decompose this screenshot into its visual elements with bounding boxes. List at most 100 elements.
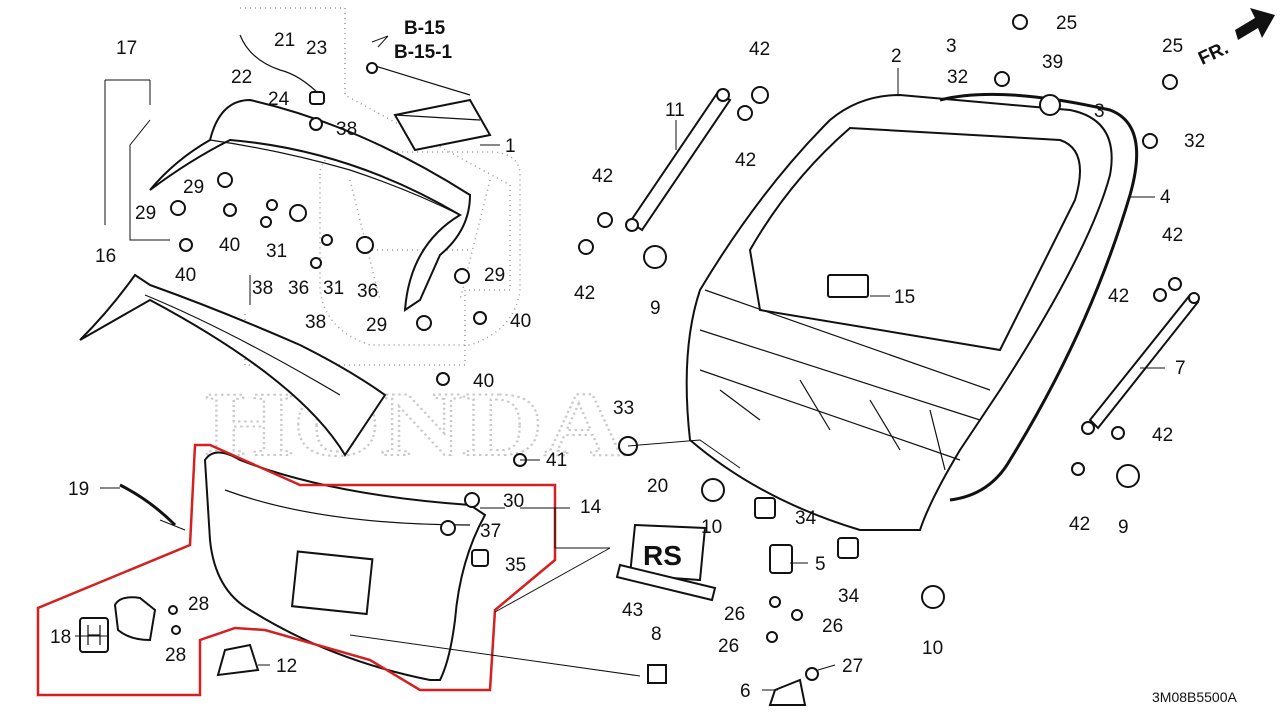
spoiler-detail-region [240, 7, 511, 366]
callout-21: 21 [274, 30, 295, 51]
callout-28: 28 [165, 645, 186, 666]
callout-numbers: 1 2 3 3 4 5 6 7 8 9 9 10 10 11 12 14 15 … [50, 13, 1205, 702]
callout-42: 42 [592, 166, 613, 187]
svg-text:FR.: FR. [1195, 38, 1232, 70]
callout-6: 6 [740, 681, 751, 702]
honda-watermark: HONDA [205, 373, 625, 475]
callout-3: 3 [946, 36, 957, 57]
gas-strut-left [625, 88, 732, 232]
callout-11: 11 [665, 100, 685, 121]
honda-logo-watermark [319, 151, 521, 346]
tailgate-lower-trim [79, 273, 387, 457]
rear-spoiler [149, 98, 472, 312]
callout-17-bracket [104, 79, 170, 241]
callout-20: 20 [647, 476, 668, 497]
callout-40: 40 [219, 235, 240, 256]
callout-28: 28 [188, 594, 209, 615]
callout-33: 33 [613, 398, 634, 419]
callout-34: 34 [795, 508, 817, 529]
callout-42: 42 [1162, 225, 1183, 246]
camera-housing [113, 596, 157, 642]
emblem-turbo [615, 563, 717, 602]
front-direction-indicator: FR. [1195, 8, 1275, 70]
callout-30: 30 [503, 491, 524, 512]
callout-22: 22 [231, 67, 252, 88]
highlight-outline [36, 443, 557, 697]
callout-42: 42 [1152, 425, 1173, 446]
callout-29: 29 [366, 315, 387, 336]
latch-switch-15 [827, 274, 869, 298]
callout-18: 18 [50, 627, 71, 648]
callout-39: 39 [1042, 52, 1063, 73]
emblem-rs: RS [628, 523, 707, 582]
callout-9: 9 [650, 298, 661, 319]
callout-26: 26 [724, 604, 745, 625]
callout-25: 25 [1162, 36, 1183, 57]
callout-12: 12 [276, 656, 297, 677]
reference-label-b15: B-15 [404, 18, 446, 39]
callout-26: 26 [718, 636, 739, 657]
callout-23: 23 [306, 38, 327, 59]
diagram-code: 3M08B5500A [1152, 689, 1238, 705]
callout-17: 17 [116, 38, 137, 59]
callout-43: 43 [622, 600, 643, 621]
callout-15: 15 [894, 287, 915, 308]
emblem-hrv [119, 483, 177, 527]
callout-29: 29 [183, 177, 204, 198]
callout-40: 40 [473, 371, 494, 392]
callout-31: 31 [266, 241, 287, 262]
callout-41: 41 [546, 450, 567, 471]
callout-5: 5 [815, 554, 826, 575]
gas-strut-right [1081, 292, 1200, 435]
license-plate-recess [290, 550, 374, 616]
callout-19: 19 [68, 479, 89, 500]
callout-42: 42 [1108, 286, 1129, 307]
callout-38: 38 [336, 119, 357, 140]
callout-26: 26 [822, 616, 843, 637]
callout-32: 32 [1184, 131, 1205, 152]
callout-34: 34 [838, 586, 860, 607]
callout-42: 42 [735, 150, 756, 171]
callout-36: 36 [288, 278, 309, 299]
callout-10: 10 [701, 517, 722, 538]
tailgate-garnish-panel [203, 451, 487, 681]
washer-hose-assembly [239, 34, 325, 105]
callout-36: 36 [357, 281, 378, 302]
callout-29: 29 [135, 203, 156, 224]
callout-42: 42 [1069, 514, 1090, 535]
callout-2: 2 [891, 46, 902, 67]
leader-lines [75, 68, 1165, 691]
emblem-h [79, 617, 109, 653]
callout-4: 4 [1160, 187, 1171, 208]
callout-31: 31 [323, 278, 344, 299]
callout-27: 27 [842, 656, 863, 677]
callout-9: 9 [1118, 517, 1129, 538]
callout-38: 38 [252, 278, 273, 299]
callout-40: 40 [175, 265, 196, 286]
high-mount-stop-light [366, 62, 492, 152]
tailgate-weatherstrip [939, 92, 1139, 502]
callout-42: 42 [749, 39, 770, 60]
callout-40: 40 [510, 311, 531, 332]
callout-24: 24 [268, 89, 290, 110]
callout-16: 16 [95, 246, 116, 267]
callout-10: 10 [922, 638, 943, 659]
callout-3: 3 [1094, 101, 1105, 122]
callout-38: 38 [305, 312, 326, 333]
callout-25: 25 [1056, 13, 1077, 34]
tailgate-panel [685, 93, 1113, 531]
callout-32: 32 [947, 67, 968, 88]
fasteners [168, 14, 1182, 706]
callout-8: 8 [651, 624, 662, 645]
callout-7: 7 [1175, 358, 1186, 379]
reference-label-b15-1: B-15-1 [394, 42, 453, 63]
reference-arrow [371, 35, 389, 48]
callout-14: 14 [580, 497, 602, 518]
callout-29: 29 [484, 265, 505, 286]
svg-text:RS: RS [643, 540, 682, 571]
callout-37: 37 [480, 521, 501, 542]
callout-42: 42 [574, 283, 595, 304]
callout-35: 35 [505, 555, 526, 576]
callout-1: 1 [505, 136, 516, 157]
